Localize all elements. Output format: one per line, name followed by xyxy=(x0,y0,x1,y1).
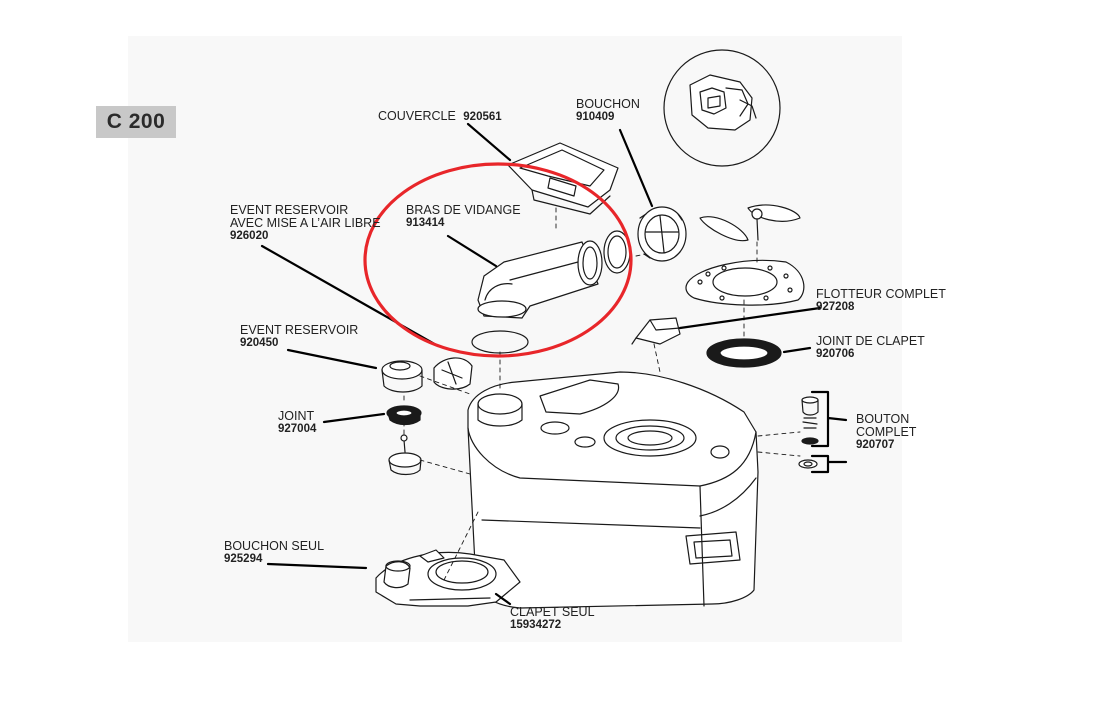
mounting-plate xyxy=(685,259,805,306)
callout-flotteur: FLOTTEUR COMPLET 927208 xyxy=(816,288,946,314)
callout-joint-clapet: JOINT DE CLAPET 920706 xyxy=(816,335,925,361)
callout-clapet-seul: CLAPET SEUL 15934272 xyxy=(510,606,595,632)
detail-zoom-circle xyxy=(663,49,781,167)
part-name-line2: AVEC MISE A L’AIR LIBRE xyxy=(230,216,381,230)
part-ref: 920706 xyxy=(816,348,855,360)
callout-couvercle: COUVERCLE 920561 xyxy=(378,110,502,124)
callout-joint: JOINT 927004 xyxy=(278,410,316,436)
model-badge: C 200 xyxy=(96,106,176,138)
part-ref: 15934272 xyxy=(510,619,562,631)
part-name: BRAS DE VIDANGE xyxy=(406,203,521,217)
flotteur-part xyxy=(631,317,681,345)
joint-de-clapet-part xyxy=(706,338,782,368)
joint-part xyxy=(386,405,422,426)
callout-bouchon: BOUCHON 910409 xyxy=(576,98,640,124)
part-ref: 925294 xyxy=(224,553,263,565)
part-name: BOUCHON xyxy=(576,97,640,111)
part-name: BOUCHON SEUL xyxy=(224,539,325,553)
part-name: JOINT DE CLAPET xyxy=(816,334,925,348)
callout-event-air-libre: EVENT RESERVOIR AVEC MISE A L’AIR LIBRE … xyxy=(230,204,381,243)
part-name-line2: COMPLET xyxy=(856,425,917,439)
part-name: CLAPET SEUL xyxy=(510,605,595,619)
bouton-complet-part xyxy=(798,396,819,469)
part-ref: 910409 xyxy=(576,111,615,123)
oval-covers xyxy=(699,204,801,242)
callout-event-reservoir: EVENT RESERVOIR 920450 xyxy=(240,324,358,350)
bras-de-vidange-part xyxy=(477,230,631,319)
bouchon-part xyxy=(637,206,687,262)
part-ref: 920707 xyxy=(856,439,895,451)
part-name: EVENT RESERVOIR xyxy=(230,203,349,217)
valve-stem-part xyxy=(388,434,422,476)
part-name: BOUTON xyxy=(856,412,910,426)
o-ring-part xyxy=(471,330,529,354)
couvercle-part xyxy=(507,142,619,215)
part-name: JOINT xyxy=(278,409,315,423)
callout-bouton: BOUTON COMPLET 920707 xyxy=(856,413,916,452)
callout-bras-vidange: BRAS DE VIDANGE 913414 xyxy=(406,204,521,230)
part-ref: 927208 xyxy=(816,301,855,313)
part-name: FLOTTEUR COMPLET xyxy=(816,287,946,301)
part-ref: 920561 xyxy=(463,111,502,123)
part-ref: 920450 xyxy=(240,337,279,349)
clapet-assembly-part xyxy=(375,549,521,607)
part-ref: 927004 xyxy=(278,423,317,435)
callout-bouchon-seul: BOUCHON SEUL 925294 xyxy=(224,540,324,566)
part-name: COUVERCLE xyxy=(378,109,456,123)
part-ref: 913414 xyxy=(406,217,445,229)
part-ref: 926020 xyxy=(230,230,269,242)
event-reservoir-part xyxy=(381,357,473,393)
highlight-circle xyxy=(363,162,633,358)
reservoir-tank xyxy=(467,371,759,609)
part-name: EVENT RESERVOIR xyxy=(240,323,359,337)
